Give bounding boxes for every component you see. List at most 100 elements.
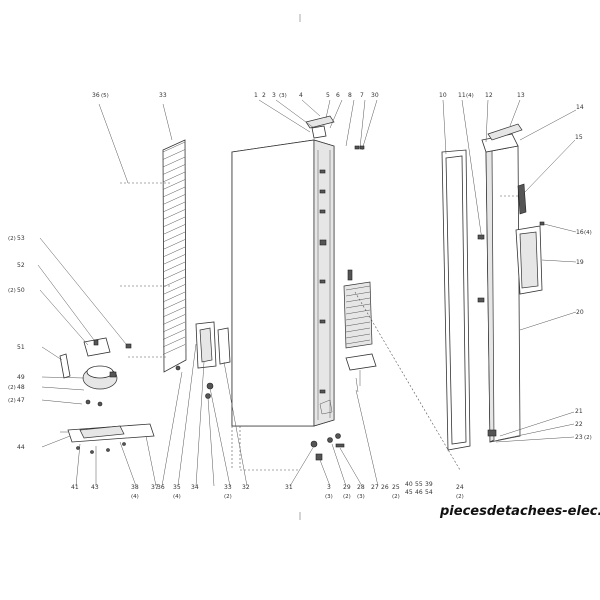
evaporator-fin: [162, 171, 186, 183]
callout-37: 37: [151, 484, 159, 491]
callout-3-bottom-qty: (3): [325, 494, 333, 500]
callout-38: 38: [131, 484, 139, 491]
evaporator-fin: [162, 164, 186, 175]
evaporator-fin: [162, 231, 186, 243]
crisper-rib: [345, 303, 371, 309]
evaporator-panel: [98, 103, 187, 373]
evaporator-fin: [162, 344, 186, 355]
callout-14: 14: [576, 104, 584, 111]
capacitor: [41, 346, 71, 379]
callout-50-qty: (2): [8, 288, 16, 294]
callout-33-bottom: 33: [224, 484, 232, 491]
evaporator-fin: [162, 141, 186, 153]
evaporator-fin: [162, 254, 186, 265]
callout-27: 27: [371, 484, 379, 491]
callout-11-qty: (4): [466, 93, 474, 99]
evaporator-fin: [162, 336, 186, 348]
evaporator-fin: [162, 194, 186, 205]
callout-35-qty: (4): [173, 494, 181, 500]
callout-34: 34: [191, 484, 199, 491]
callout-33-qty: (2): [224, 494, 232, 500]
relay-box: [37, 237, 132, 357]
evaporator-fin: [162, 276, 186, 288]
callout-25: 25: [392, 484, 400, 491]
evaporator-fin: [162, 269, 186, 280]
callout-29-qty: (2): [343, 494, 351, 500]
callout-46: 46: [415, 489, 423, 496]
evaporator-fin: [162, 321, 186, 333]
door-panel: [461, 99, 577, 443]
evaporator-fin: [162, 239, 186, 250]
callout-8: 8: [348, 92, 352, 99]
callout-13: 13: [517, 92, 525, 99]
callout-25-qty: (2): [392, 494, 400, 500]
callout-40: 40: [405, 481, 413, 488]
callout-38-qty: (4): [131, 494, 139, 500]
callout-51: 51: [17, 344, 25, 351]
callout-23: 23: [575, 434, 583, 441]
callout-24-qty: (2): [456, 494, 464, 500]
callout-3-bottom: 3: [327, 484, 331, 491]
callout-33: 33: [159, 92, 167, 99]
callout-10: 10: [439, 92, 447, 99]
callout-12: 12: [485, 92, 493, 99]
evaporator-fin: [162, 179, 186, 190]
crisper-rib: [345, 339, 371, 345]
evaporator-fin: [162, 216, 186, 228]
crisper-shelf: [343, 269, 461, 471]
callout-11: 11: [458, 92, 466, 99]
compressor-base-plate: [41, 423, 157, 487]
evaporator-fin: [162, 201, 186, 213]
crisper-rib: [345, 327, 371, 333]
door-handle-lower: [515, 221, 577, 295]
evaporator-fin: [162, 314, 186, 325]
callout-24: 24: [456, 484, 464, 491]
callout-16-qty: (4): [584, 230, 592, 236]
callout-2: 2: [262, 92, 266, 99]
callout-16: 16: [576, 229, 584, 236]
hinge-and-feet-parts: [289, 389, 379, 487]
crisper-rib: [345, 291, 371, 297]
callout-39: 39: [425, 481, 433, 488]
callout-54: 54: [425, 489, 433, 496]
callout-5-qty: (5): [101, 93, 109, 99]
callout-7: 7: [360, 92, 364, 99]
callout-30-top: 30: [371, 92, 379, 99]
callout-31: 31: [285, 484, 293, 491]
compressor: [41, 365, 118, 407]
door-handle-upper: [500, 139, 576, 215]
evaporator-fin: [162, 156, 186, 168]
callout-50: 50: [17, 287, 25, 294]
evaporator-fin: [162, 149, 186, 160]
callout-28-qty: (3): [357, 494, 365, 500]
callout-3-qty: (3): [279, 93, 287, 99]
callout-labels: 36 (5) 33 1 2 3 (3) 4 5 6 8 7 30 10 11 (…: [8, 92, 592, 500]
callout-35: 35: [173, 484, 181, 491]
callout-41: 41: [71, 484, 79, 491]
callout-1: 1: [254, 92, 258, 99]
evaporator-fin: [162, 224, 186, 235]
crisper-rib: [345, 321, 371, 327]
callout-22: 22: [575, 421, 583, 428]
crisper-rib: [345, 297, 371, 303]
door-gasket: [441, 99, 471, 451]
evaporator-fin: [162, 209, 186, 220]
evaporator-fin: [162, 306, 186, 318]
callout-48: 48: [17, 384, 25, 391]
watermark-text: piecesdetachees-elec.com: [439, 504, 600, 519]
callout-6: 6: [336, 92, 340, 99]
callout-29: 29: [343, 484, 351, 491]
evaporator-fin: [162, 186, 186, 198]
evaporator-fin: [162, 299, 186, 310]
callout-15: 15: [575, 134, 583, 141]
thermostat-housing: [161, 321, 248, 487]
callout-32: 32: [242, 484, 250, 491]
callout-44: 44: [17, 444, 25, 451]
callout-47-qty: (2): [8, 398, 16, 404]
evaporator-fin: [162, 246, 186, 258]
evaporator-fin: [162, 291, 186, 303]
callout-47: 47: [17, 397, 25, 404]
crisper-rib: [345, 333, 371, 339]
evaporator-fin: [162, 284, 186, 295]
